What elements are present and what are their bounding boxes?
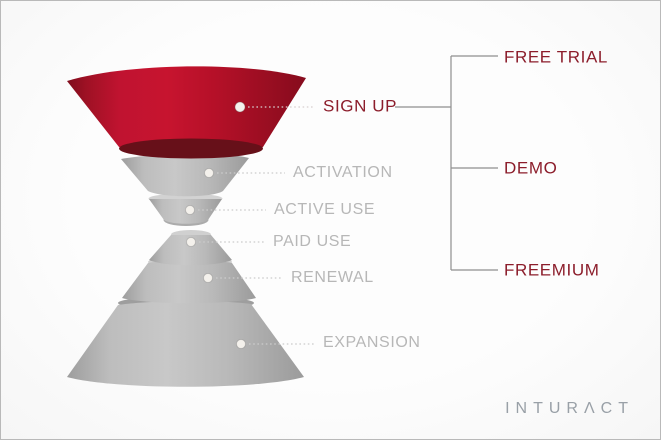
- renewal-dot: [203, 273, 213, 283]
- stage-label-sign-up: SIGN UP: [323, 96, 398, 116]
- stage-label-active-use: ACTIVE USE: [274, 201, 376, 218]
- active-use-dot: [185, 205, 195, 215]
- funnel-stage-sign-up-shape: [67, 66, 306, 153]
- paid-use-dot: [186, 237, 196, 247]
- acquisition-label-freemium: FREEMIUM: [504, 260, 600, 280]
- acquisition-bracket: [395, 55, 498, 271]
- sign-up-dot: [234, 101, 246, 113]
- stage-label-paid-use: PAID USE: [273, 233, 352, 250]
- stage-label-expansion: EXPANSION: [323, 334, 421, 351]
- funnel-stage-renewal-shape: [122, 260, 256, 304]
- funnel-stage-active-use-shape: [149, 199, 222, 224]
- stage-label-renewal: RENEWAL: [291, 269, 374, 286]
- sign-up-funnel-opening: [119, 138, 263, 159]
- acquisition-label-free-trial: FREE TRIAL: [504, 47, 608, 67]
- funnel-stage-expansion-shape: [67, 301, 304, 387]
- activation-dot: [204, 168, 214, 178]
- expansion-dot: [236, 339, 246, 349]
- funnel-stage-activation-shape: [121, 153, 249, 197]
- inturact-logo: INTURΛCT: [505, 400, 634, 417]
- leader-lines: [198, 106, 315, 345]
- stage-dots: [185, 101, 246, 349]
- funnel-stage-paid-use-shape: [149, 235, 232, 266]
- stage-label-activation: ACTIVATION: [293, 164, 393, 181]
- acquisition-label-demo: DEMO: [504, 158, 558, 178]
